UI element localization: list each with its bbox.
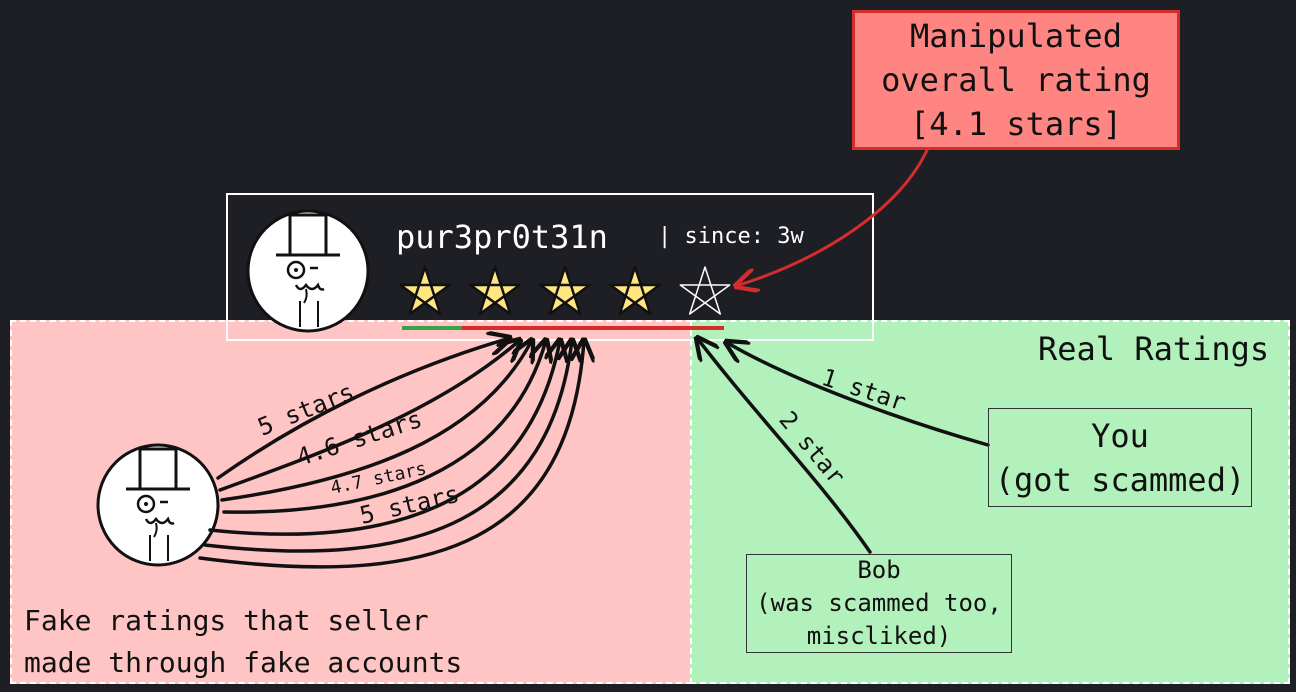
you-arrow <box>726 342 990 447</box>
you-name: You <box>1091 416 1149 455</box>
fake-ratings-caption: Fake ratings that seller made through fak… <box>24 600 462 684</box>
star-filled-icon <box>609 265 661 316</box>
you-rating-label: 1 star <box>818 363 909 416</box>
callout-line-3: [4.1 stars] <box>910 105 1122 143</box>
fake-arrow-4 <box>222 340 546 514</box>
seller-name: pur3pr0t31n <box>396 218 608 256</box>
fake-arrow-3 <box>220 340 532 502</box>
rating-stars <box>399 265 731 316</box>
fake-arrow-1 <box>216 338 510 480</box>
fake-accounts-avatar <box>96 443 220 567</box>
fake-caption-line-2: made through fake accounts <box>24 646 463 679</box>
real-ratings-title: Real Ratings <box>1038 330 1270 368</box>
bob-arrow <box>697 338 872 554</box>
real-ratings-zone <box>690 320 1290 684</box>
seller-avatar <box>246 209 370 333</box>
fake-arrow-5 <box>208 340 560 536</box>
fake-arrow-6 <box>203 340 572 553</box>
you-box: You (got scammed) <box>988 408 1252 507</box>
star-filled-icon <box>399 265 451 316</box>
manipulated-rating-callout: Manipulated overall rating [4.1 stars] <box>852 10 1180 150</box>
callout-line-1: Manipulated <box>910 17 1122 55</box>
fake-arrow-2 <box>218 340 520 492</box>
star-filled-icon <box>539 265 591 316</box>
fake-caption-line-1: Fake ratings that seller <box>24 604 429 637</box>
seller-since: | since: 3w <box>658 224 804 249</box>
star-empty-icon <box>679 266 731 315</box>
bob-box: Bob (was scammed too, miscliked) <box>746 554 1012 653</box>
callout-arrow <box>736 147 930 286</box>
star-filled-icon <box>469 265 521 316</box>
you-note: (got scammed) <box>994 460 1246 499</box>
fake-arrow-7 <box>198 340 584 569</box>
callout-line-2: overall rating <box>881 61 1151 99</box>
bob-note-1: (was scammed too, <box>756 589 1002 617</box>
bob-name: Bob <box>857 556 901 584</box>
bob-note-2: miscliked) <box>806 622 952 650</box>
